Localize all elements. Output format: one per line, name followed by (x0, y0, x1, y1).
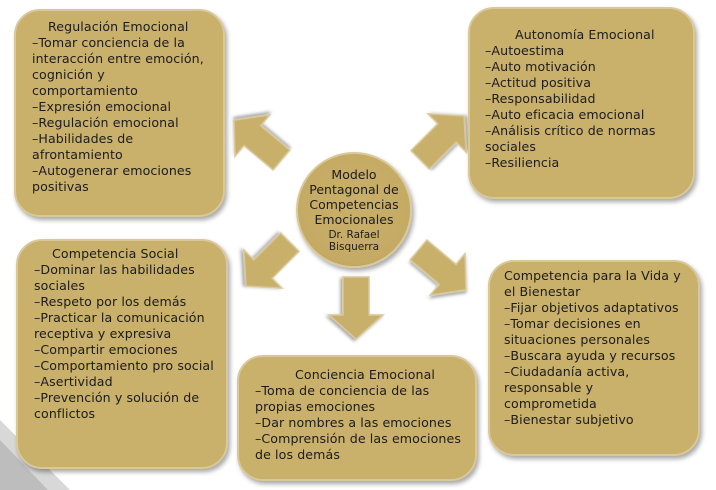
list-item: –Autogenerar emociones positivas (32, 163, 192, 194)
regulacion-title: Regulación Emocional (48, 19, 189, 34)
arrow-to-regulacion (215, 98, 300, 182)
vida-list: –Fijar objetivos adaptativos –Tomar deci… (504, 300, 688, 428)
center-title-line: Modelo (331, 167, 377, 182)
regulacion-list: –Tomar conciencia de la interacción entr… (32, 35, 211, 195)
page-curl-shade (0, 440, 48, 490)
social-list: –Dominar las habilidades sociales –Respe… (34, 262, 216, 422)
vida-box: Competencia para la Vida y el Bienestar … (488, 260, 700, 456)
arrow-to-vida (400, 228, 485, 312)
center-title-line: Emocionales (314, 212, 394, 227)
list-item: –Toma de conciencia de las propias emoci… (255, 383, 430, 414)
list-item: –Auto eficacia emocional (485, 107, 645, 122)
conciencia-list: –Toma de conciencia de las propias emoci… (255, 383, 463, 463)
autonomia-list: –Autoestima –Auto motivación –Actitud po… (485, 43, 681, 171)
center-circle: Modelo Pentagonal de Competencias Emocio… (296, 152, 412, 268)
list-item: –Comportamiento pro social (34, 358, 214, 373)
list-item: –Habilidades de afrontamiento (32, 131, 134, 162)
list-item: –Regulación emocional (32, 115, 179, 130)
list-item: –Respeto por los demás (34, 294, 187, 309)
conciencia-box: Conciencia Emocional –Toma de conciencia… (237, 355, 477, 481)
list-item: –Tomar decisiones en situaciones persona… (504, 316, 651, 347)
list-item: –Responsabilidad (485, 91, 596, 106)
list-item: –Bienestar subjetivo (504, 412, 634, 427)
arrow-to-social (226, 222, 310, 306)
list-item: –Tomar conciencia de la interacción entr… (32, 35, 204, 98)
list-item: –Resiliencia (485, 155, 560, 170)
list-item: –Asertividad (34, 374, 113, 389)
list-item: –Dominar las habilidades sociales (34, 262, 195, 293)
list-item: –Auto motivación (485, 59, 596, 74)
autonomia-box: Autonomía Emocional –Autoestima –Auto mo… (468, 7, 695, 199)
center-author-line: Dr. Rafael (328, 229, 380, 241)
arrow-to-conciencia (328, 276, 384, 340)
vida-title: Competencia para la Vida y el Bienestar (504, 268, 681, 299)
autonomia-title: Autonomía Emocional (515, 27, 655, 42)
list-item: –Fijar objetivos adaptativos (504, 300, 679, 315)
social-title: Competencia Social (52, 246, 179, 261)
list-item: –Compartir emociones (34, 342, 178, 357)
regulacion-box: Regulación Emocional –Tomar conciencia d… (14, 9, 225, 217)
list-item: –Prevención y solución de conflictos (34, 390, 200, 421)
center-title-line: Pentagonal de (309, 182, 399, 197)
center-title-line: Competencias (309, 197, 399, 212)
list-item: –Comprensión de las emociones de los dem… (255, 431, 462, 462)
conciencia-title: Conciencia Emocional (295, 367, 436, 382)
center-author-line: Bisquerra (328, 241, 380, 253)
social-box: Competencia Social –Dominar las habilida… (16, 239, 228, 469)
list-item: –Expresión emocional (32, 99, 172, 114)
list-item: –Buscara ayuda y recursos (504, 348, 676, 363)
list-item: –Dar nombres a las emociones (255, 415, 452, 430)
list-item: –Actitud positiva (485, 75, 592, 90)
list-item: –Ciudadanía activa, responsable y compro… (504, 364, 630, 411)
list-item: –Autoestima (485, 43, 565, 58)
list-item: –Análisis crítico de normas sociales (485, 123, 656, 154)
list-item: –Practicar la comunicación receptiva y e… (34, 310, 205, 341)
